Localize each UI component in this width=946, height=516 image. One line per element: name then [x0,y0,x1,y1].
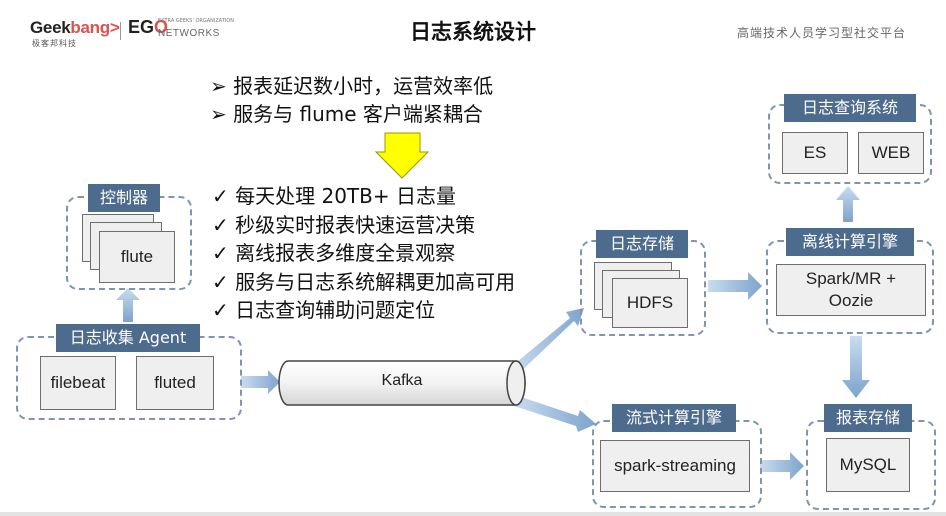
header-bar: Geekbang> 极客邦科技 EGO EXTRA GEEKS' ORGANIZ… [0,0,946,60]
spark-mr-label: Spark/MR + [805,269,897,288]
es-node[interactable]: ES [782,132,848,174]
mysql-node[interactable]: MySQL [826,438,910,492]
arrow-hdfs-to-offline [708,272,762,300]
arrow-kafka-to-hdfs [512,308,584,374]
hdfs-node[interactable]: HDFS [612,278,688,328]
problem-list: ➢ 报表延迟数小时，运营效率低 ➢ 服务与 flume 客户端紧耦合 [210,72,493,128]
ego-logo: EGO [128,17,169,37]
oozie-label: Oozie [828,291,874,310]
benefit-item: ✓ 离线报表多维度全景观察 [212,241,456,265]
filebeat-node[interactable]: filebeat [40,356,116,410]
benefit-item: ✓ 日志查询辅助问题定位 [212,298,436,322]
geekbang-logo: Geekbang> [30,18,120,37]
benefit-list: ✓ 每天处理 20TB+ 日志量 ✓ 秒级实时报表快速运营决策 ✓ 离线报表多维… [212,182,515,325]
ego-logo-tagline: EXTRA GEEKS' ORGANIZATION [158,18,235,24]
kafka-label[interactable]: Kafka [381,372,423,389]
arrow-streaming-to-report [760,452,804,480]
yellow-down-arrow [374,132,430,179]
query-title: 日志查询系统 [784,94,916,122]
benefit-item: ✓ 每天处理 20TB+ 日志量 [212,184,456,208]
web-node[interactable]: WEB [858,132,924,174]
storage-title: 日志存储 [596,230,688,258]
spark-streaming-node[interactable]: spark-streaming [600,440,750,492]
arrow-offline-to-report [842,336,870,398]
flute-node[interactable]: flute [99,231,175,283]
logo-divider [120,22,121,40]
problem-item: ➢ 报表延迟数小时，运营效率低 [210,74,494,98]
arrow-agent-to-controller [116,288,140,322]
controller-title: 控制器 [88,184,160,212]
arrow-offline-to-query [836,186,860,222]
report-title: 报表存储 [824,404,912,432]
collector-title: 日志收集 Agent [56,324,200,352]
offline-title: 离线计算引擎 [786,228,914,256]
benefit-item: ✓ 服务与日志系统解耦更加高可用 [212,269,516,294]
arrow-kafka-to-streaming [514,396,596,432]
geekbang-logo-subtitle: 极客邦科技 [32,39,77,48]
benefit-item: ✓ 秒级实时报表快速运营决策 [212,212,476,237]
problem-item: ➢ 服务与 flume 客户端紧耦合 [210,102,483,126]
header-slogan: 高端技术人员学习型社交平台 [736,26,906,40]
stream-title: 流式计算引擎 [612,404,736,432]
ego-logo-networks: NETWORKS [158,28,220,39]
arrow-agent-to-kafka [241,370,280,394]
page-title: 日志系统设计 [410,20,536,44]
bottom-rule [0,512,946,516]
fluted-node[interactable]: fluted [136,356,214,410]
spark-mr-oozie-node[interactable]: Spark/MR + Oozie [776,264,926,316]
